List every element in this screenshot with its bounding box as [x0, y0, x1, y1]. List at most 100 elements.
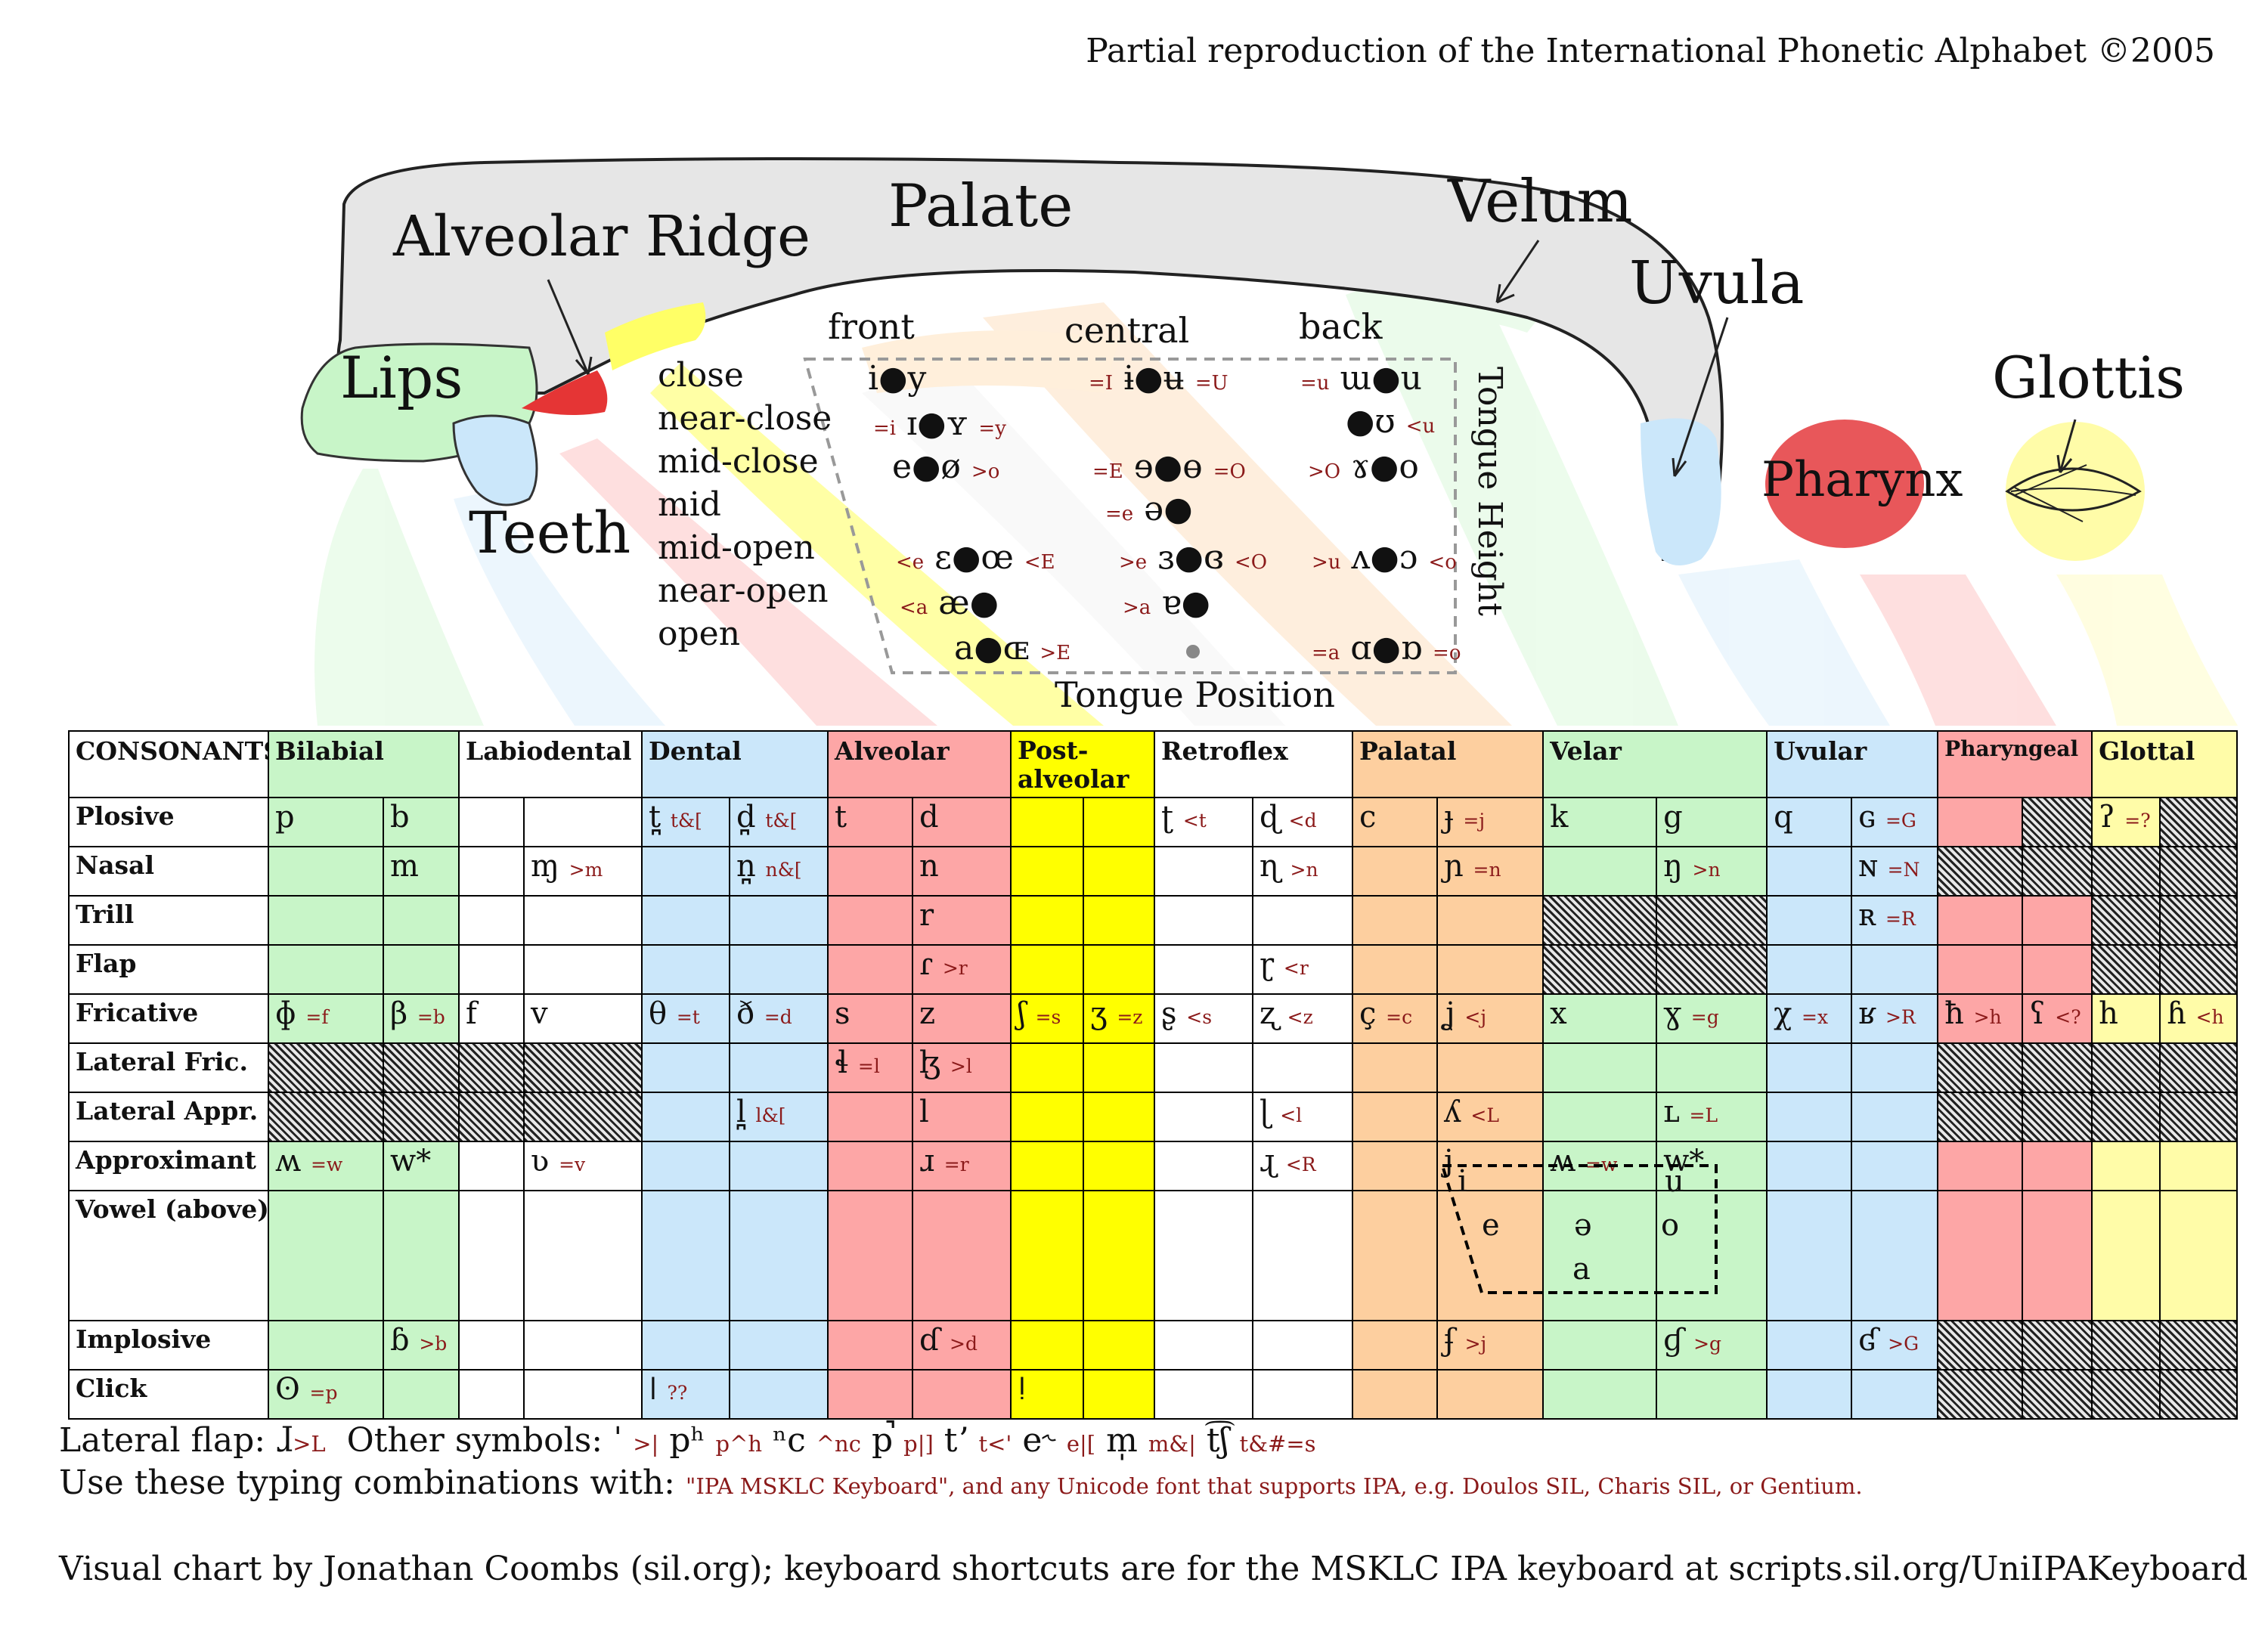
table-cell: ɲ =n	[1436, 846, 1545, 897]
table-cell: n̪ n&[	[729, 846, 829, 897]
other-symbol: ⁿc	[773, 1421, 806, 1460]
ipa-symbol: ɢ	[1858, 800, 1876, 835]
header-bilabial: Bilabial	[267, 730, 460, 798]
table-cell	[458, 1042, 525, 1093]
vowel-cell: >u ʌ●ɔ <o	[1312, 538, 1457, 577]
other-symbol-code: >|	[633, 1431, 659, 1457]
table-cell	[1352, 846, 1439, 897]
ipa-symbol: d̪	[736, 800, 756, 835]
table-cell	[1010, 797, 1085, 847]
table-cell	[2159, 1042, 2239, 1093]
table-cell	[268, 846, 384, 897]
ipa-symbol: x	[1550, 996, 1567, 1031]
table-cell: r	[912, 895, 1012, 946]
keyboard-code: <z	[1287, 1006, 1313, 1028]
keyboard-code: =b	[417, 1006, 445, 1028]
uvula-arrow	[1673, 317, 1729, 477]
table-cell	[1154, 846, 1254, 897]
keyboard-code: >g	[1693, 1333, 1722, 1355]
vowel-trapezoid	[803, 358, 1457, 674]
table-cell	[458, 1141, 525, 1191]
other-symbols-label: Other symbols:	[346, 1421, 603, 1460]
header-retroflex: Retroflex	[1154, 730, 1354, 798]
ipa-symbol: ɠ	[1663, 1323, 1684, 1358]
vowel-box-o: o	[1661, 1208, 1680, 1243]
keyboard-code: n&[	[765, 859, 802, 881]
height-labels: close near-close mid-close mid mid-open …	[658, 354, 832, 655]
table-cell	[827, 1320, 914, 1370]
table-cell: ɖ <d	[1252, 797, 1354, 847]
ipa-symbol: ʕ	[2029, 996, 2046, 1031]
ipa-symbol: ɴ	[1858, 849, 1878, 884]
ipa-symbol: ħ	[1944, 996, 1964, 1031]
table-cell	[1252, 895, 1354, 946]
keyboard-code: =t	[676, 1006, 700, 1028]
table-cell	[2022, 1042, 2093, 1093]
table-cell	[1656, 1042, 1768, 1093]
table-cell	[1252, 1369, 1354, 1420]
velum-arrow	[1495, 240, 1540, 303]
table-cell	[1083, 1190, 1156, 1321]
ipa-symbol: s	[835, 996, 850, 1031]
table-cell: n	[912, 846, 1012, 897]
table-header-row: CONSONANTS Bilabial Labiodental Dental A…	[68, 730, 2239, 798]
table-cell: ɭ <l	[1252, 1092, 1354, 1142]
other-symbol: m̩	[1106, 1421, 1138, 1460]
table-cell	[641, 944, 731, 995]
keyboard-code: >h	[1973, 1006, 2002, 1028]
table-cell	[1542, 1092, 1658, 1142]
ipa-symbol: h	[2099, 996, 2118, 1031]
keyboard-code: t&[	[670, 810, 702, 832]
ipa-symbol: r	[919, 898, 934, 933]
ipa-symbol: m	[390, 849, 419, 884]
keyboard-code: <j	[1464, 1006, 1487, 1028]
row-label: Approximant	[68, 1141, 269, 1191]
table-row: Trill r ʀ =R	[68, 895, 2239, 946]
keyboard-code: >l	[950, 1055, 972, 1077]
vowel-cell: =E ɘ●ɵ =O	[1092, 448, 1246, 486]
keyboard-code: >m	[569, 859, 603, 881]
table-cell: ɗ >d	[912, 1320, 1012, 1370]
other-symbol: p̚	[871, 1421, 894, 1460]
table-cell	[458, 944, 525, 995]
ipa-symbol: ʂ	[1161, 996, 1177, 1031]
table-cell: ŋ >n	[1656, 846, 1768, 897]
keyboard-code: =d	[764, 1006, 792, 1028]
table-cell	[729, 944, 829, 995]
table-cell	[641, 1092, 731, 1142]
table-cell	[382, 895, 460, 946]
keyboard-code: >j	[1464, 1333, 1487, 1355]
table-cell	[1542, 1369, 1658, 1420]
table-cell	[729, 1141, 829, 1191]
ipa-symbol: ʎ	[1444, 1095, 1461, 1129]
row-label: Nasal	[68, 846, 269, 897]
ipa-symbol: ʒ	[1090, 996, 1108, 1031]
postalveolar-shape	[605, 302, 706, 370]
table-cell	[1083, 1042, 1156, 1093]
table-cell	[2159, 1190, 2239, 1321]
keyboard-code: =R	[1885, 908, 1916, 930]
table-cell	[268, 1190, 384, 1321]
vowel-cell: =I ɨ●ʉ =U	[1089, 359, 1228, 398]
table-cell: d̪ t&[	[729, 797, 829, 847]
ipa-symbol: ʄ	[1444, 1323, 1455, 1358]
label-teeth: Teeth	[469, 499, 631, 566]
vowel-cell: =e ə●	[1105, 490, 1193, 528]
ipa-symbol: ʃ	[1018, 996, 1026, 1031]
footer-line-1: Lateral flap: ɺ>L Other symbols: ˈ >| pʰ…	[59, 1421, 1316, 1460]
height-mid: mid	[658, 485, 721, 524]
ipa-symbol: ʔ	[2099, 800, 2115, 835]
table-cell	[523, 895, 643, 946]
table-cell: ʍ =w	[268, 1141, 384, 1191]
table-cell	[2022, 1190, 2093, 1321]
table-cell	[1154, 1042, 1254, 1093]
header-glottal: Glottal	[2091, 730, 2239, 798]
label-uvula: Uvula	[1629, 249, 1805, 317]
keyboard-code: =p	[309, 1382, 338, 1404]
keyboard-code: =z	[1117, 1006, 1143, 1028]
table-cell: t̪ t&[	[641, 797, 731, 847]
table-cell	[2159, 944, 2239, 995]
ipa-symbol: t̪	[649, 800, 662, 835]
table-cell: m	[382, 846, 460, 897]
table-cell	[641, 1320, 731, 1370]
